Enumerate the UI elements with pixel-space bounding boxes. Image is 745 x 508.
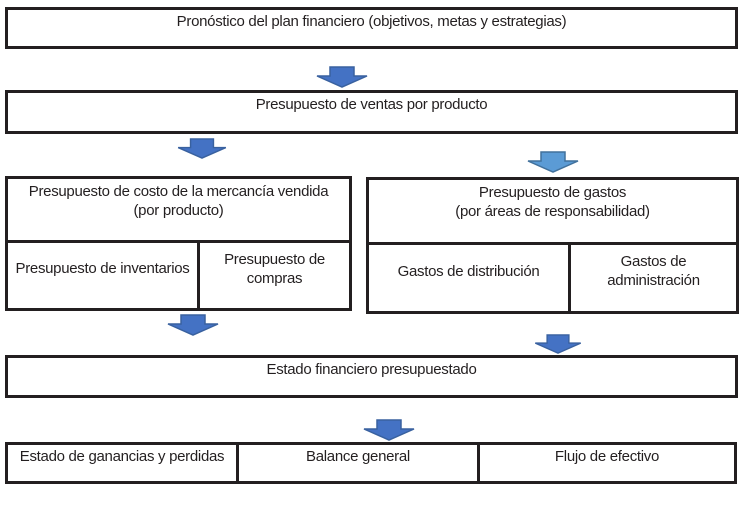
financial-statement-label: Estado financiero presupuestado [266,361,477,378]
results-row: Estado de ganancias y perdidas Balance g… [5,442,737,484]
balance-sheet-cell: Balance general [239,445,480,481]
expenses-group-header: Presupuesto de gastos (por áreas de resp… [369,180,736,245]
income-statement-label: Estado de ganancias y perdidas [19,448,225,465]
expenses-group-row: Gastos de distribución Gastos de adminis… [369,245,736,311]
cost-group-header-line2: (por producto) [133,202,224,219]
purchases-budget-label: Presupuesto de compras [224,250,325,287]
inventory-budget-label: Presupuesto de inventarios [15,260,190,277]
expenses-group-header-line2: (por áreas de responsabilidad) [455,203,650,220]
administration-expenses-cell: Gastos de administración [571,245,736,311]
expenses-group: Presupuesto de gastos (por áreas de resp… [366,177,739,314]
down-arrow-icon [363,419,415,441]
expenses-group-header-line1: Presupuesto de gastos [478,184,627,201]
down-arrow-icon [316,66,368,88]
sales-budget-label: Presupuesto de ventas por producto [255,96,488,113]
cost-group-header-line1: Presupuesto de costo de la mercancía ven… [28,183,329,200]
sales-budget-box: Presupuesto de ventas por producto [5,90,738,134]
cash-flow-cell: Flujo de efectivo [480,445,734,481]
financial-statement-box: Estado financiero presupuestado [5,355,738,398]
down-arrow-icon [534,334,582,354]
purchases-budget-cell: Presupuesto de compras [200,243,349,308]
distribution-expenses-cell: Gastos de distribución [369,245,571,311]
down-arrow-icon [527,151,579,173]
cost-group: Presupuesto de costo de la mercancía ven… [5,176,352,311]
balance-sheet-label: Balance general [306,448,410,465]
income-statement-cell: Estado de ganancias y perdidas [8,445,239,481]
cost-group-row: Presupuesto de inventarios Presupuesto d… [8,243,349,308]
cash-flow-label: Flujo de efectivo [554,448,660,465]
forecast-box: Pronóstico del plan financiero (objetivo… [5,7,738,49]
forecast-box-label: Pronóstico del plan financiero (objetivo… [176,13,567,30]
down-arrow-icon [167,314,219,336]
distribution-expenses-label: Gastos de distribución [397,262,540,280]
cost-group-header: Presupuesto de costo de la mercancía ven… [8,179,349,243]
administration-expenses-label: Gastos de administración [607,253,700,289]
inventory-budget-cell: Presupuesto de inventarios [8,243,200,308]
down-arrow-icon [177,138,227,159]
